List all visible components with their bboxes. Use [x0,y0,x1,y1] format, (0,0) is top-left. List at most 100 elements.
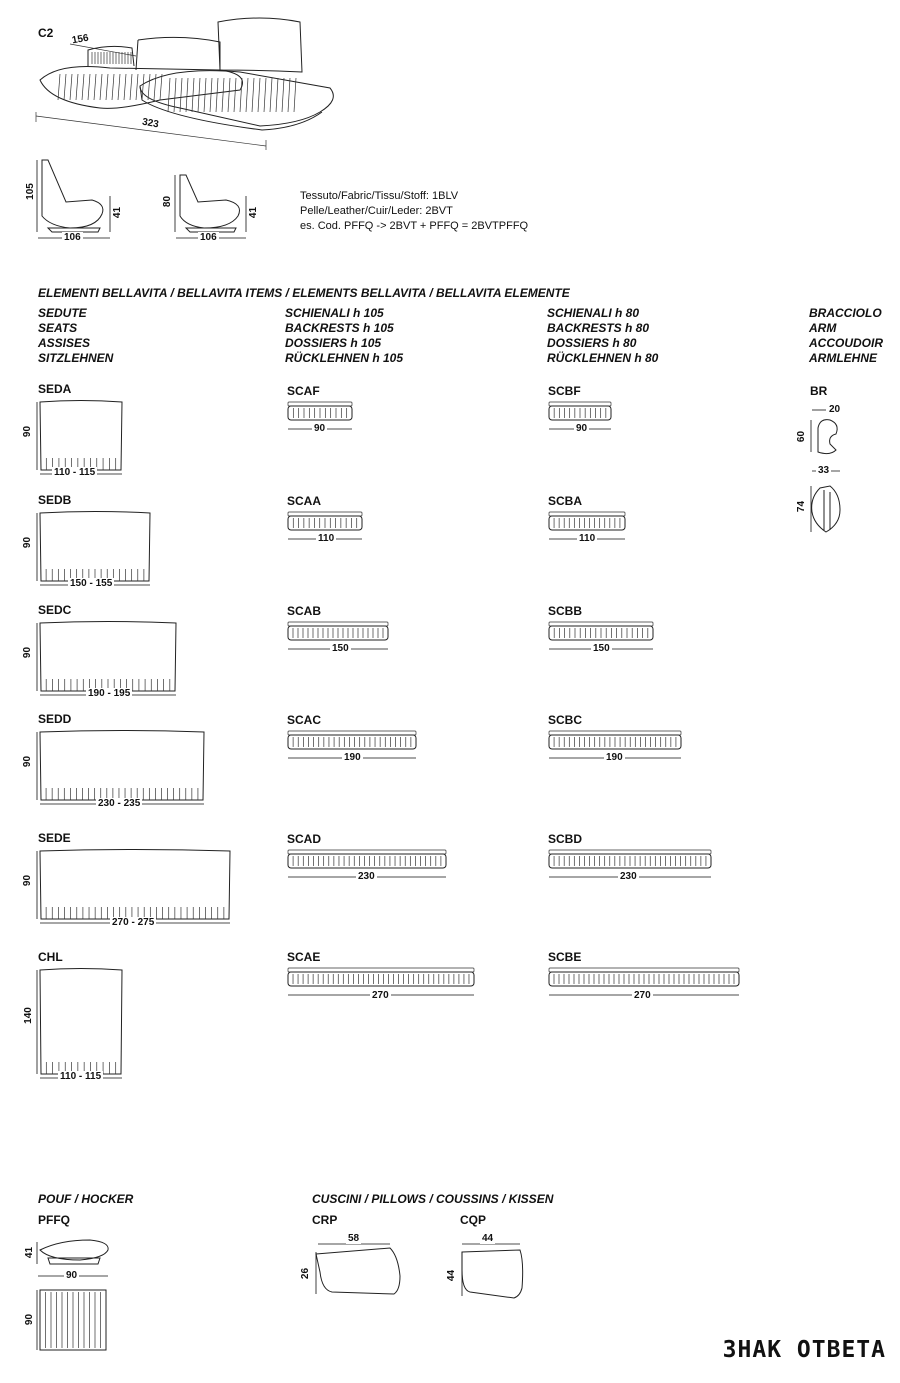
pillow-code: CRP [312,1213,338,1227]
section-title: ELEMENTI BELLAVITA / BELLAVITA ITEMS / E… [38,286,570,300]
seat-width: 190 - 195 [86,688,133,699]
seat-drawing [36,621,177,696]
arm-code: BR [810,384,828,398]
seat-drawing [36,400,123,475]
backrest-drawing [287,621,389,650]
seat-drawing [36,849,231,924]
seat-depth: 140 [22,1007,34,1024]
example-code: es. Cod. PFFQ -> 2BVT + PFFQ = 2BVTPFFQ [300,220,529,232]
arm-mid-width: 33 [816,465,832,476]
backrest-width: 270 [370,990,391,1001]
profile2-seat-height: 41 [248,206,260,219]
backrest-width: 150 [330,643,351,654]
seat-depth: 90 [22,536,34,549]
column-header-arm: BRACCIOLO ARM ACCOUDOIR ARMLEHNE [809,306,883,366]
seat-drawing [36,730,205,805]
arm-top-width: 20 [829,404,841,415]
leather-code: Pelle/Leather/Cuir/Leder: 2BVT [300,205,453,217]
config-code: C2 [38,26,54,40]
backrest-drawing [287,967,475,996]
backrest-code: SCBF [548,384,581,398]
col-label: SITZLEHNEN [38,351,114,365]
watermark-logo: ЗНАК ОТВЕТА [722,1337,886,1363]
column-header-seats: SEDUTE SEATS ASSISES SITZLEHNEN [38,306,113,366]
col-label: ASSISES [38,336,91,350]
column-header-backrests-105: SCHIENALI h 105 BACKRESTS h 105 DOSSIERS… [285,306,403,366]
seat-code: CHL [38,950,63,964]
backrest-width: 150 [591,643,612,654]
pouf-width: 90 [64,1270,80,1281]
seat-depth: 90 [22,874,34,887]
col-label: DOSSIERS h 105 [285,336,382,350]
backrest-code: SCAB [287,604,322,618]
seat-depth: 90 [22,755,34,768]
col-label: RÜCKLEHNEN h 80 [547,351,659,365]
seat-depth: 90 [22,646,34,659]
backrest-width: 270 [632,990,653,1001]
col-label: ARMLEHNE [809,351,877,365]
profile1-depth: 106 [62,232,83,243]
profile1-height: 105 [24,183,36,200]
profile2-height: 80 [162,195,174,208]
col-label: ARM [809,321,837,335]
backrest-code: SCBD [548,832,583,846]
profile1-seat-height: 41 [112,206,124,219]
col-label: ACCOUDOIR [809,336,883,350]
col-label: SCHIENALI h 80 [547,306,640,320]
seat-code: SEDD [38,712,72,726]
pouf-title: POUF / HOCKER [38,1192,134,1206]
pillow-width: 44 [480,1233,496,1244]
backrest-drawing [548,511,626,540]
backrest-code: SCAA [287,494,322,508]
backrest-width: 230 [618,871,639,882]
seat-width: 230 - 235 [96,798,143,809]
backrest-width: 190 [604,752,625,763]
backrest-code: SCAE [287,950,321,964]
arm-side-height: 60 [796,430,808,443]
col-label: BACKRESTS h 80 [547,321,650,335]
col-label: BACKRESTS h 105 [285,321,394,335]
backrest-drawing [287,401,353,430]
backrest-width: 190 [342,752,363,763]
backrest-width: 90 [574,423,590,434]
profile2-depth: 106 [198,232,219,243]
pouf-height: 41 [24,1246,36,1259]
pillows-title: CUSCINI / PILLOWS / COUSSINS / KISSEN [312,1192,554,1206]
backrest-width: 230 [356,871,377,882]
seat-width: 110 - 115 [52,467,98,478]
seat-code: SEDC [38,603,72,617]
seat-depth: 90 [22,425,34,438]
pillow-height: 26 [300,1267,312,1280]
col-label: DOSSIERS h 80 [547,336,637,350]
pillow-width: 58 [346,1233,362,1244]
seat-code: SEDE [38,831,71,845]
backrest-code: SCBE [548,950,582,964]
backrest-width: 110 [316,533,337,544]
seat-width: 150 - 155 [68,578,115,589]
backrest-drawing [287,849,447,878]
seat-width: 110 - 115 [58,1071,104,1082]
seat-width: 270 - 275 [110,917,157,928]
seat-code: SEDA [38,382,72,396]
backrest-width: 90 [312,423,328,434]
col-label: RÜCKLEHNEN h 105 [285,351,404,365]
column-header-backrests-80: SCHIENALI h 80 BACKRESTS h 80 DOSSIERS h… [547,306,658,366]
seat-drawing [36,968,123,1079]
backrest-code: SCBC [548,713,583,727]
pillow-code: CQP [460,1213,487,1227]
col-label: SCHIENALI h 105 [285,306,384,320]
col-label: BRACCIOLO [809,306,882,320]
seat-code: SEDB [38,493,72,507]
backrest-width: 110 [577,533,598,544]
fabric-code: Tessuto/Fabric/Tissu/Stoff: 1BLV [300,190,459,202]
pillow-height: 44 [446,1269,458,1282]
col-label: SEDUTE [38,306,87,320]
pouf-depth: 90 [24,1313,36,1326]
backrest-drawing [287,730,417,759]
col-label: SEATS [38,321,78,335]
backrest-code: SCBA [548,494,583,508]
backrest-code: SCAD [287,832,322,846]
code-notes: Tessuto/Fabric/Tissu/Stoff: 1BLV Pelle/L… [300,189,528,234]
backrest-code: SCBB [548,604,583,618]
